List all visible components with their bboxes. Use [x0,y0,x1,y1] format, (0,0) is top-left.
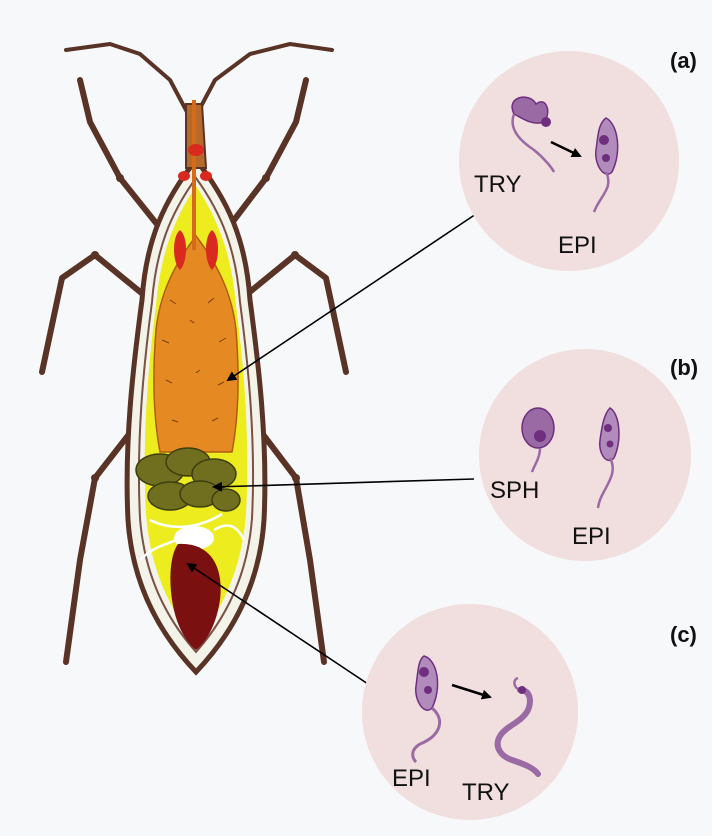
panel-b-label-epi: EPI [572,523,611,550]
panel-b: (b) SPH EPI [479,349,698,561]
panel-c-label-try: TRY [462,779,510,806]
bug-antennae [66,44,332,112]
bug-neck [188,144,204,156]
panel-c-letter: (c) [670,622,697,647]
pointer-line-a [228,210,482,380]
triatomine-bug [42,44,346,672]
panel-a-label-epi: EPI [558,232,597,259]
bug-eye-right [200,171,212,181]
bug-eye-left [178,171,190,181]
proboscis [192,100,196,250]
panel-a-letter: (a) [670,48,697,73]
panel-b-label-sph: SPH [490,477,539,504]
panel-b-letter: (b) [670,355,698,380]
panel-c: (c) EPI TRY [362,604,697,820]
panel-a: (a) TRY EPI [459,48,697,271]
panel-a-label-try: TRY [474,171,522,198]
panel-c-label-epi: EPI [392,765,431,792]
